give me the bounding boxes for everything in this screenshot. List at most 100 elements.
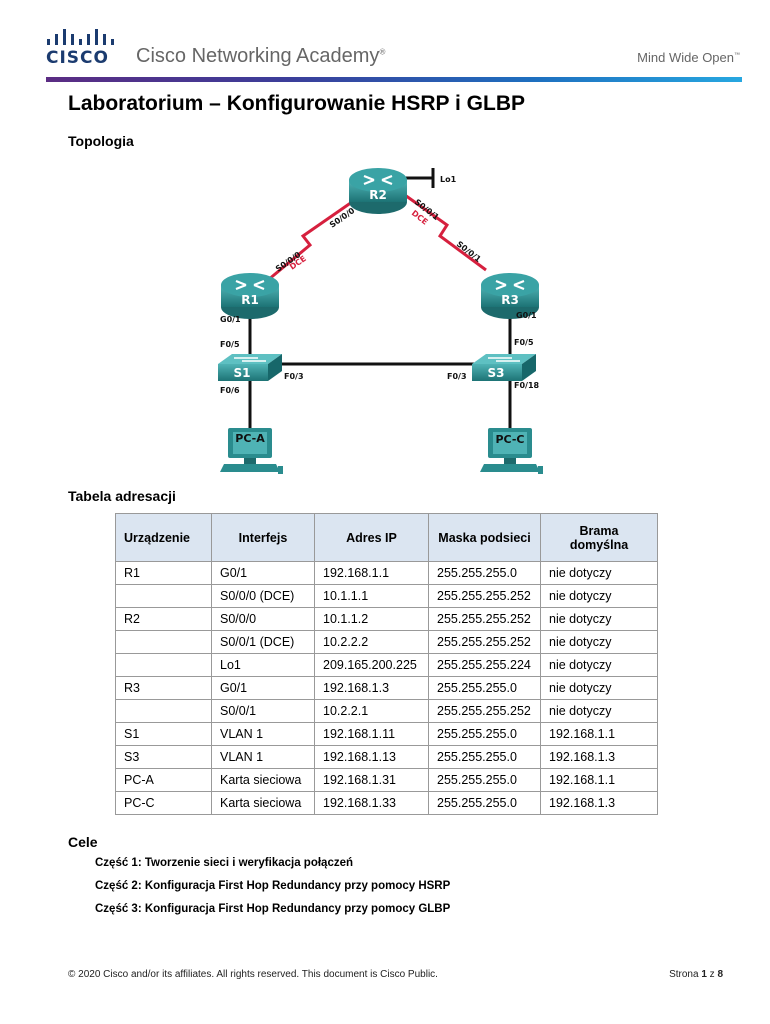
label-r3: R3 (501, 293, 519, 307)
cell-mask: 255.255.255.252 (428, 607, 541, 631)
goal-item: Część 3: Konfiguracja First Hop Redundan… (95, 903, 451, 915)
serial-link-r2-r3 (401, 191, 487, 272)
cell-mask: 255.255.255.0 (428, 561, 541, 585)
section-goals-heading: Cele (68, 834, 98, 850)
tagline: Mind Wide Open™ (637, 50, 740, 65)
addressing-table: Urządzenie Interfejs Adres IP Maska pods… (115, 513, 658, 815)
cisco-bars-icon (47, 29, 114, 45)
cell-device: S1 (115, 722, 212, 746)
cell-ip: 192.168.1.1 (314, 561, 429, 585)
cell-interface: VLAN 1 (211, 722, 315, 746)
cell-ip: 192.168.1.11 (314, 722, 429, 746)
label-r1-g01: G0/1 (220, 315, 241, 324)
cell-mask: 255.255.255.252 (428, 584, 541, 608)
col-header-interface: Interfejs (211, 513, 315, 562)
cell-device (115, 699, 212, 723)
cell-interface: VLAN 1 (211, 745, 315, 769)
cell-device: PC-C (115, 791, 212, 815)
goal-item: Część 1: Tworzenie sieci i weryfikacja p… (95, 857, 354, 869)
table-header-row: Urządzenie Interfejs Adres IP Maska pods… (115, 513, 658, 562)
cell-ip: 192.168.1.13 (314, 745, 429, 769)
label-r1: R1 (241, 293, 259, 307)
col-header-mask: Maska podsieci (428, 513, 541, 562)
cell-gateway: nie dotyczy (540, 676, 658, 700)
academy-name: Cisco Networking Academy® (136, 45, 386, 67)
cell-gateway: nie dotyczy (540, 699, 658, 723)
cell-gateway: 192.168.1.3 (540, 745, 658, 769)
cell-gateway: 192.168.1.1 (540, 768, 658, 792)
cell-device: PC-A (115, 768, 212, 792)
cell-mask: 255.255.255.0 (428, 791, 541, 815)
cell-interface: S0/0/1 (211, 699, 315, 723)
cell-interface: Lo1 (211, 653, 315, 677)
cell-mask: 255.255.255.252 (428, 699, 541, 723)
cell-interface: Karta sieciowa (211, 768, 315, 792)
cell-mask: 255.255.255.0 (428, 768, 541, 792)
cell-device (115, 653, 212, 677)
cell-interface: S0/0/1 (DCE) (211, 630, 315, 654)
cell-interface: G0/1 (211, 561, 315, 585)
serial-link-r1-r2 (267, 191, 366, 282)
cell-device (115, 630, 212, 654)
cisco-wordmark: CISCO (46, 48, 109, 68)
cell-ip: 10.2.2.2 (314, 630, 429, 654)
cell-gateway: 192.168.1.1 (540, 722, 658, 746)
label-pc-c: PC-C (495, 433, 524, 446)
cell-interface: Karta sieciowa (211, 791, 315, 815)
label-pc-a: PC-A (235, 432, 265, 445)
footer-copyright: © 2020 Cisco and/or its affiliates. All … (68, 969, 438, 980)
label-r2: R2 (369, 188, 387, 202)
cell-interface: S0/0/0 (DCE) (211, 584, 315, 608)
page-title: Laboratorium – Konfigurowanie HSRP i GLB… (68, 92, 525, 115)
cell-gateway: 192.168.1.3 (540, 791, 658, 815)
label-s1-f03: F0/3 (284, 372, 304, 381)
cell-ip: 192.168.1.31 (314, 768, 429, 792)
cell-device: R3 (115, 676, 212, 700)
goal-item: Część 2: Konfiguracja First Hop Redundan… (95, 880, 451, 892)
col-header-gateway: Brama domyślna (540, 513, 658, 562)
cell-ip: 10.1.1.1 (314, 584, 429, 608)
label-lo1: Lo1 (440, 175, 457, 184)
cell-ip: 10.1.1.2 (314, 607, 429, 631)
cell-device: R2 (115, 607, 212, 631)
label-s3: S3 (488, 366, 505, 380)
label-s3-f018: F0/18 (514, 381, 540, 390)
label-r3-g01: G0/1 (516, 311, 537, 320)
cell-mask: 255.255.255.0 (428, 676, 541, 700)
label-s1-f06: F0/6 (220, 386, 240, 395)
cell-device: R1 (115, 561, 212, 585)
cell-ip: 192.168.1.3 (314, 676, 429, 700)
topology-diagram: R2 R1 R3 S1 S3 PC-A PC-C Lo1 S0/0/0 S0/0… (217, 166, 543, 474)
ethernet-links (248, 300, 512, 440)
cell-interface: S0/0/0 (211, 607, 315, 631)
cell-ip: 10.2.2.1 (314, 699, 429, 723)
cell-mask: 255.255.255.0 (428, 722, 541, 746)
cell-gateway: nie dotyczy (540, 607, 658, 631)
cell-interface: G0/1 (211, 676, 315, 700)
cell-ip: 192.168.1.33 (314, 791, 429, 815)
label-s1: S1 (234, 366, 251, 380)
cell-gateway: nie dotyczy (540, 584, 658, 608)
section-addressing-heading: Tabela adresacji (68, 488, 176, 504)
cell-mask: 255.255.255.252 (428, 630, 541, 654)
col-header-ip: Adres IP (314, 513, 429, 562)
cell-gateway: nie dotyczy (540, 561, 658, 585)
section-topology-heading: Topologia (68, 133, 134, 149)
cell-mask: 255.255.255.224 (428, 653, 541, 677)
page-number: Strona 1 z 8 (669, 969, 723, 980)
cell-device: S3 (115, 745, 212, 769)
label-s3-f05: F0/5 (514, 338, 534, 347)
cell-device (115, 584, 212, 608)
cell-gateway: nie dotyczy (540, 630, 658, 654)
